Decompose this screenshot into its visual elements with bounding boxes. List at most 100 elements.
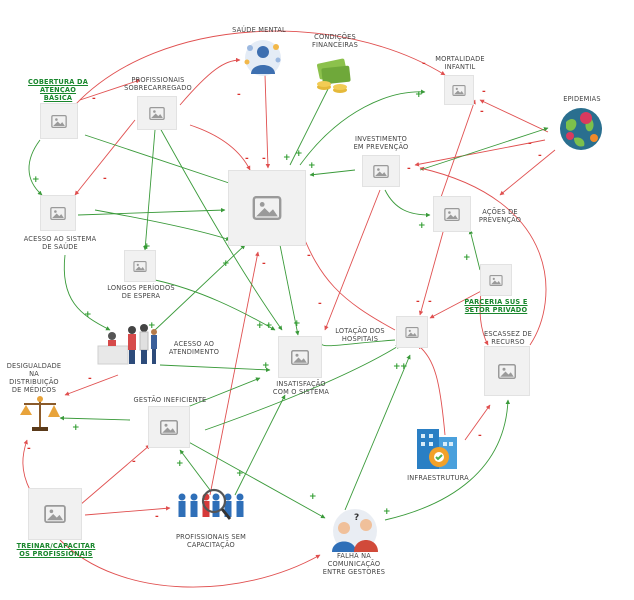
polarity-sign: - xyxy=(528,139,532,149)
polarity-sign: + xyxy=(393,362,401,372)
node-label-condicoes: CONDIÇÕES FINANCEIRAS xyxy=(311,33,359,49)
node-insatisfacao-image xyxy=(278,336,322,378)
edge xyxy=(429,287,488,319)
polarity-sign: + xyxy=(415,90,423,100)
polarity-sign: + xyxy=(256,321,264,331)
polarity-sign: + xyxy=(463,253,471,263)
node-label-infraestrutura: INFRAESTRUTURA xyxy=(407,474,469,482)
node-lotacao-image xyxy=(396,316,428,348)
edge xyxy=(28,139,43,196)
edge xyxy=(384,399,511,521)
polarity-sign: - xyxy=(407,164,411,174)
edge xyxy=(179,377,261,411)
polarity-sign: - xyxy=(416,297,420,307)
polarity-sign: - xyxy=(237,90,241,100)
balance-scale-icon xyxy=(20,396,60,431)
edge xyxy=(499,149,556,196)
polarity-sign: + xyxy=(283,153,291,163)
image-placeholder-icon xyxy=(444,207,460,221)
image-placeholder-icon xyxy=(252,196,282,220)
edge xyxy=(63,254,111,331)
edge xyxy=(154,244,246,331)
edge xyxy=(22,439,31,491)
node-label-sem-capacitacao: PROFISSIONAIS SEM CAPACITAÇÃO xyxy=(175,533,247,549)
edge xyxy=(264,74,271,169)
image-placeholder-icon xyxy=(133,260,147,272)
node-label-gestao: GESTÃO INEFICIENTE xyxy=(133,396,207,404)
image-placeholder-icon xyxy=(51,114,67,128)
node-label-acoes-prevencao: AÇÕES DE PREVENÇÃO xyxy=(478,208,522,224)
polarity-sign: - xyxy=(318,299,322,309)
svg-text:?: ? xyxy=(354,513,359,523)
node-label-lotacao: LOTAÇÃO DOS HOSPITAIS xyxy=(335,327,385,343)
polarity-sign: - xyxy=(132,457,136,467)
edge xyxy=(179,449,211,491)
mental-health-icon xyxy=(244,40,281,76)
node-label-parceria: PARCERIA SUS E SETOR PRIVADO xyxy=(464,298,528,314)
node-label-acesso-atendimento: ACESSO AO ATENDIMENTO xyxy=(168,340,220,356)
edge xyxy=(468,229,481,271)
polarity-sign: + xyxy=(262,361,270,371)
polarity-sign: + xyxy=(84,310,92,320)
node-label-sobrecarregado: PROFISSIONAIS SOBRECARREGADO xyxy=(124,76,192,92)
node-label-falha-comunicacao: FALHA NA COMUNICAÇÃO ENTRE GESTORES xyxy=(322,552,386,576)
edge xyxy=(154,279,276,331)
node-escassez-image xyxy=(484,346,530,396)
polarity-sign: + xyxy=(295,149,303,159)
image-placeholder-icon xyxy=(489,274,503,286)
polarity-sign: + xyxy=(236,469,244,479)
polarity-sign: - xyxy=(103,174,107,184)
polarity-sign: + xyxy=(176,459,184,469)
polarity-sign: - xyxy=(478,431,482,441)
polarity-sign: + xyxy=(222,259,230,269)
polarity-sign: + xyxy=(72,423,80,433)
node-label-epidemias: EPIDEMIAS xyxy=(563,95,601,103)
node-longos-periodos-image xyxy=(124,250,156,282)
edge xyxy=(79,79,141,101)
edge xyxy=(417,344,446,436)
image-placeholder-icon xyxy=(291,349,309,365)
edge xyxy=(279,244,300,336)
polarity-sign: + xyxy=(418,221,426,231)
edge xyxy=(79,444,151,506)
polarity-sign: + xyxy=(400,362,408,372)
edge xyxy=(74,30,446,106)
node-label-acesso-sistema: ACESSO AO SISTEMA DE SAÚDE xyxy=(23,235,97,251)
polarity-sign: - xyxy=(482,87,486,97)
polarity-sign: - xyxy=(155,512,159,522)
polarity-sign: + xyxy=(309,492,317,502)
polarity-sign: + xyxy=(32,175,40,185)
node-acoes-prevencao-image xyxy=(433,196,471,232)
edge xyxy=(77,207,226,216)
edge xyxy=(324,189,381,331)
node-label-mortalidade: MORTALIDADE INFANTIL xyxy=(435,55,485,71)
node-label-cobertura: COBERTURA DA ATENÇÃO BÁSICA xyxy=(27,78,89,102)
node-label-longos-periodos: LONGOS PERÍODOS DE ESPERA xyxy=(107,284,175,300)
people-magnifier-icon xyxy=(178,488,244,520)
edge xyxy=(184,439,326,519)
polarity-sign: - xyxy=(422,59,426,69)
node-sobrecarregado-image xyxy=(137,96,177,130)
node-acesso-sistema-image xyxy=(40,195,76,231)
edge xyxy=(439,99,476,201)
polarity-sign: + xyxy=(293,319,301,329)
edge xyxy=(479,99,549,133)
edge xyxy=(299,227,396,331)
polarity-sign: - xyxy=(245,154,249,164)
edge xyxy=(344,354,411,511)
edge xyxy=(84,134,251,191)
node-treinar-image xyxy=(28,488,82,540)
image-placeholder-icon xyxy=(498,363,516,379)
edge xyxy=(234,394,286,496)
edge xyxy=(419,127,549,171)
polarity-sign: + xyxy=(148,321,156,331)
node-label-saude-mental: SAÚDE MENTAL xyxy=(232,26,286,34)
confused-people-icon: ? xyxy=(332,509,378,553)
image-placeholder-icon xyxy=(452,84,466,96)
node-label-escassez: ESCASSEZ DE RECURSO xyxy=(483,330,533,346)
polarity-sign: + xyxy=(143,242,151,252)
image-placeholder-icon xyxy=(44,505,66,523)
polarity-sign: - xyxy=(480,107,484,117)
